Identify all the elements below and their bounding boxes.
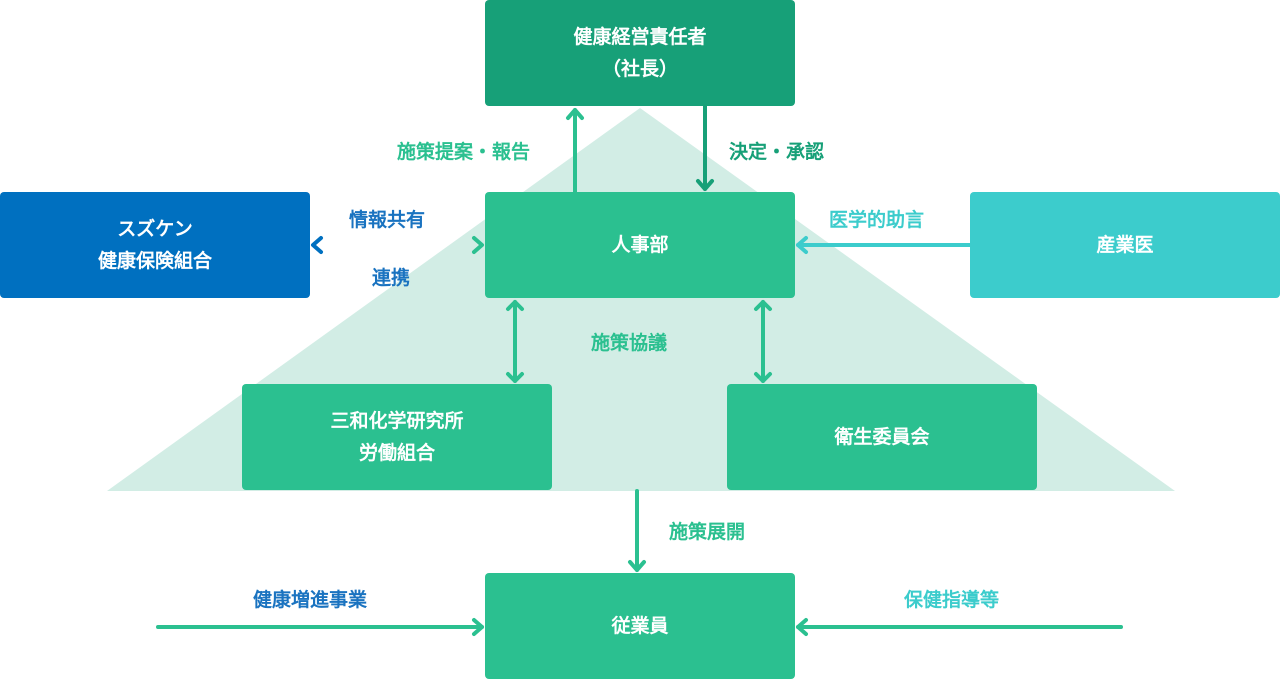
health-guidance-label: 保健指導等 [904, 589, 1000, 611]
proposal-arrow [566, 108, 584, 194]
ceo-subtitle: （社長） [601, 58, 678, 80]
health-guidance-arrow [796, 618, 1123, 636]
medical-advice-arrow [796, 236, 972, 254]
decision-arrow [696, 104, 714, 191]
committee-box: 衛生委員会 [727, 384, 1037, 490]
discussion-label: 施策協議 [591, 332, 668, 354]
discussion-arrow-left [506, 300, 524, 383]
union-box: 三和化学研究所 労働組合 [242, 384, 552, 490]
union-subtitle: 労働組合 [358, 442, 435, 464]
employees-title: 従業員 [611, 614, 669, 637]
info-share-label: 情報共有 [349, 209, 426, 231]
health-promotion-arrow [156, 618, 484, 636]
committee-title: 衛生委員会 [834, 425, 930, 448]
arrowhead-left [311, 236, 323, 254]
insurance-subtitle: 健康保険組合 [97, 250, 212, 272]
doctor-box: 産業医 [970, 192, 1280, 298]
arrowhead-right [472, 236, 484, 254]
hr-title: 人事部 [611, 233, 669, 256]
employees-box: 従業員 [485, 573, 795, 679]
health-promotion-label: 健康増進事業 [253, 589, 368, 611]
deployment-label: 施策展開 [669, 521, 746, 543]
insurance-box: スズケン 健康保険組合 [0, 192, 310, 298]
discussion-arrow-right [754, 300, 772, 383]
medical-advice-label: 医学的助言 [829, 209, 925, 231]
doctor-title: 産業医 [1096, 233, 1154, 256]
proposal-label: 施策提案・報告 [397, 141, 531, 163]
deployment-arrow [628, 489, 646, 572]
ceo-box: 健康経営責任者 （社長） [485, 0, 795, 106]
union-title: 三和化学研究所 [330, 409, 464, 432]
hr-box: 人事部 [485, 192, 795, 298]
insurance-title: スズケン [117, 217, 193, 240]
decision-label: 決定・承認 [729, 141, 825, 163]
cooperation-label: 連携 [372, 267, 411, 289]
ceo-title: 健康経営責任者 [573, 25, 707, 48]
